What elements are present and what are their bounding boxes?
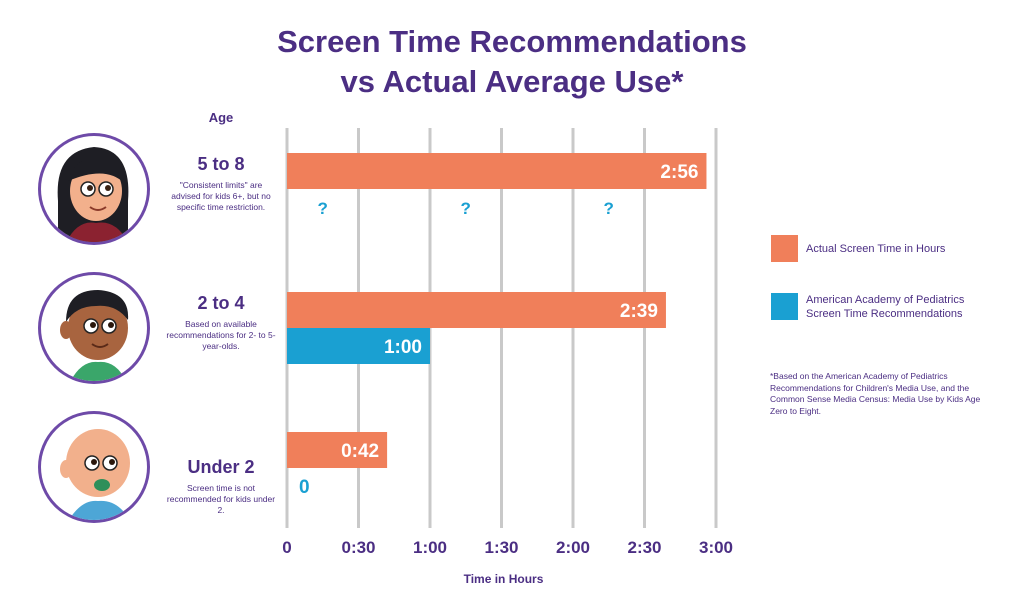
bar-value-label: 2:56: [660, 162, 698, 183]
x-tick-label: 0: [282, 538, 291, 557]
recommended-bar: [287, 328, 430, 364]
baby-avatar-icon: [38, 411, 150, 523]
group-note-under-2: Screen time is not recommended for kids …: [166, 483, 276, 515]
footnote: *Based on the American Academy of Pediat…: [770, 371, 981, 416]
x-tick-label: 1:00: [413, 538, 447, 557]
group-label-under-2: Under 2: [187, 457, 255, 477]
legend-swatch-recommended: [771, 293, 798, 320]
legend-swatch-actual: [771, 235, 798, 262]
boy-avatar-icon: [38, 272, 150, 384]
x-tick-label: 2:30: [627, 538, 661, 557]
legend-label-actual: Actual Screen Time in Hours: [806, 243, 946, 255]
chart-title-line-2: vs Actual Average Use*: [340, 64, 684, 99]
chart-title-line-1: Screen Time Recommendations: [277, 24, 747, 59]
bar-value-label: 1:00: [384, 337, 422, 358]
unknown-marker: ?: [604, 199, 614, 218]
x-tick-label: 1:30: [484, 538, 518, 557]
girl-avatar-icon: [38, 133, 150, 245]
unknown-marker: ?: [461, 199, 471, 218]
group-label-5-to-8: 5 to 8: [197, 154, 245, 174]
actual-bar: [287, 153, 707, 189]
actual-bar: [287, 292, 666, 328]
bar-value-label: 0:42: [341, 441, 379, 462]
age-column-header: Age: [208, 110, 234, 125]
x-tick-label: 0:30: [341, 538, 375, 557]
group-label-2-to-4: 2 to 4: [197, 293, 245, 313]
x-tick-label: 3:00: [699, 538, 733, 557]
legend-label-recommended: American Academy of Pediatrics Screen Ti…: [806, 294, 965, 320]
group-note-5-to-8: "Consistent limits" are advised for kids…: [171, 180, 271, 212]
chart-title: Screen Time Recommendations vs Actual Av…: [0, 22, 1024, 102]
x-tick-label: 2:00: [556, 538, 590, 557]
bar-value-label: 2:39: [620, 301, 658, 322]
group-note-2-to-4: Based on available recommendations for 2…: [166, 319, 276, 351]
x-axis-title: Time in Hours: [464, 572, 544, 586]
actual-bar: [287, 432, 388, 468]
bar-value-label: 0: [299, 477, 310, 498]
unknown-marker: ?: [318, 199, 328, 218]
